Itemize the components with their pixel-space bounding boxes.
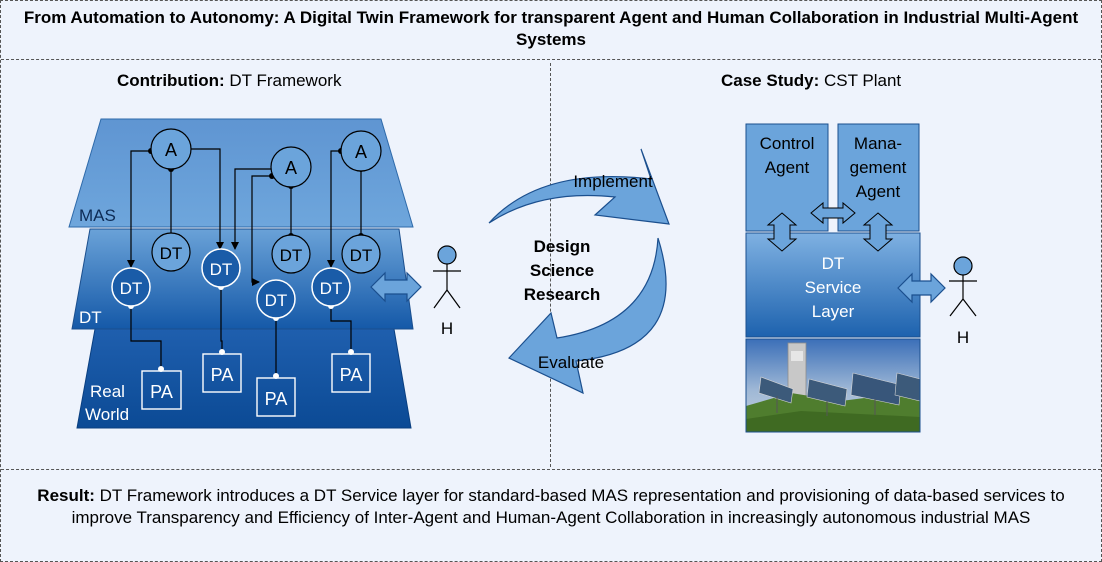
double-arrow-control [766, 212, 798, 252]
double-arrow-agents [810, 201, 856, 225]
dt-node: DT [271, 234, 311, 274]
dsr-line-2: Science [530, 261, 594, 280]
dt-node: DT [256, 279, 296, 319]
svg-text:DT: DT [350, 246, 373, 265]
svg-text:PA: PA [265, 389, 288, 409]
contribution-text: DT Framework [224, 71, 342, 90]
svg-text:A: A [355, 142, 367, 162]
double-arrow-left-human [370, 271, 422, 303]
management-agent-line-1: Mana- [854, 134, 902, 153]
contribution-heading: Contribution: DT Framework [117, 71, 341, 91]
case-study-text: CST Plant [819, 71, 902, 90]
svg-text:A: A [165, 140, 177, 160]
svg-text:DT: DT [120, 279, 143, 298]
dt-node: DT [151, 232, 191, 272]
svg-text:PA: PA [211, 365, 234, 385]
result-body: DT Framework introduces a DT Service lay… [71, 486, 1065, 527]
svg-text:A: A [285, 158, 297, 178]
framework-connectors [127, 145, 362, 376]
agent-node: A [340, 130, 382, 172]
evaluate-label: Evaluate [538, 353, 604, 372]
management-agent-line-3: Agent [856, 182, 901, 201]
case-study-heading: Case Study: CST Plant [721, 71, 901, 91]
result-text: Result: DT Framework introduces a DT Ser… [11, 485, 1091, 529]
svg-text:DT: DT [265, 291, 288, 310]
svg-text:DT: DT [280, 246, 303, 265]
implement-arrow [488, 148, 670, 225]
service-line-1: DT [822, 254, 845, 273]
svg-text:PA: PA [150, 382, 173, 402]
svg-text:PA: PA [340, 365, 363, 385]
dt-node: DT [341, 234, 381, 274]
evaluate-arrow [508, 237, 667, 395]
dt-node: DT [311, 267, 351, 307]
implement-label: Implement [573, 172, 653, 191]
service-line-3: Layer [812, 302, 855, 321]
figure-title: From Automation to Autonomy: A Digital T… [23, 8, 1079, 49]
svg-text:DT: DT [320, 279, 343, 298]
result-label: Result: [37, 486, 95, 505]
human-figure-icon [433, 245, 461, 309]
pa-box: PA [141, 370, 182, 410]
dsr-line-3: Research [524, 285, 601, 304]
service-line-2: Service [805, 278, 862, 297]
cst-plant-photo [745, 338, 921, 433]
control-agent-line-1: Control [760, 134, 815, 153]
case-study-label: Case Study: [721, 71, 820, 90]
management-agent-line-2: gement [850, 158, 907, 177]
dsr-line-1: Design [534, 237, 591, 256]
layer-label-dt: DT [79, 308, 102, 327]
bottom-divider [1, 469, 1101, 470]
svg-text:DT: DT [210, 260, 233, 279]
layer-label-real: Real [90, 382, 125, 401]
pa-box: PA [256, 377, 296, 417]
top-divider [1, 59, 1101, 60]
human-label-case: H [957, 328, 969, 347]
diagram-canvas: MAS DT Real World [68, 118, 977, 433]
pa-box: PA [331, 353, 371, 393]
dt-service-layer-box [745, 232, 921, 338]
dt-node: DT [201, 248, 241, 288]
layer-label-world: World [85, 405, 129, 424]
double-arrow-right-human [897, 272, 946, 304]
svg-text:DT: DT [160, 244, 183, 263]
agent-node: A [150, 128, 192, 170]
contribution-label: Contribution: [117, 71, 225, 90]
double-arrow-management [862, 212, 894, 252]
layer-label-mas: MAS [79, 206, 116, 225]
agent-node: A [270, 146, 312, 188]
human-figure-icon [949, 256, 977, 317]
dt-node: DT [111, 267, 151, 307]
pa-box: PA [202, 353, 242, 393]
center-divider [550, 63, 551, 467]
control-agent-line-2: Agent [765, 158, 810, 177]
human-label: H [441, 319, 453, 338]
